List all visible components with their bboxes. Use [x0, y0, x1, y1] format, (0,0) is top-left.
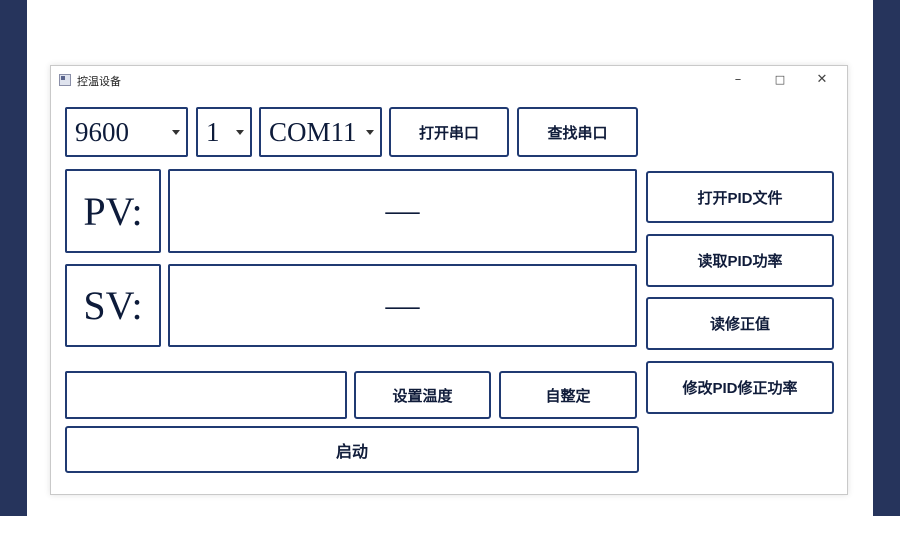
close-button[interactable]: ✕ [816, 72, 828, 87]
sv-label: SV: [65, 264, 161, 347]
chevron-down-icon [236, 129, 244, 135]
desktop-edge-left [0, 0, 27, 516]
app-window: 控温设备 – □ ✕ 9600 1 COM11 打开串口 查找串口 PV: — … [50, 65, 848, 495]
start-button[interactable]: 启动 [65, 426, 639, 473]
baud-rate-value: 9600 [75, 116, 129, 147]
open-pid-file-button[interactable]: 打开PID文件 [646, 171, 834, 223]
read-correction-value-button[interactable]: 读修正值 [646, 297, 834, 350]
find-serial-port-button[interactable]: 查找串口 [517, 107, 638, 157]
window-title: 控温设备 [77, 76, 121, 88]
baud-rate-select[interactable]: 9600 [65, 107, 188, 157]
chevron-down-icon [366, 129, 374, 135]
pv-label: PV: [65, 169, 161, 253]
temperature-input[interactable] [65, 371, 347, 419]
sv-display: — [168, 264, 637, 347]
maximize-button[interactable]: □ [774, 73, 786, 86]
minimize-button[interactable]: – [734, 72, 742, 87]
desktop-edge-right [873, 0, 900, 516]
open-serial-port-button[interactable]: 打开串口 [389, 107, 509, 157]
modify-pid-correction-power-button[interactable]: 修改PID修正功率 [646, 361, 834, 414]
autotune-button[interactable]: 自整定 [499, 371, 637, 419]
com-port-select[interactable]: COM11 [259, 107, 382, 157]
app-icon [59, 74, 71, 86]
pv-display: — [168, 169, 637, 253]
chevron-down-icon [172, 129, 180, 135]
device-address-select[interactable]: 1 [196, 107, 252, 157]
read-pid-power-button[interactable]: 读取PID功率 [646, 234, 834, 287]
set-temperature-button[interactable]: 设置温度 [354, 371, 491, 419]
com-port-value: COM11 [269, 116, 357, 147]
device-address-value: 1 [206, 116, 220, 147]
titlebar: 控温设备 – □ ✕ [51, 66, 847, 94]
